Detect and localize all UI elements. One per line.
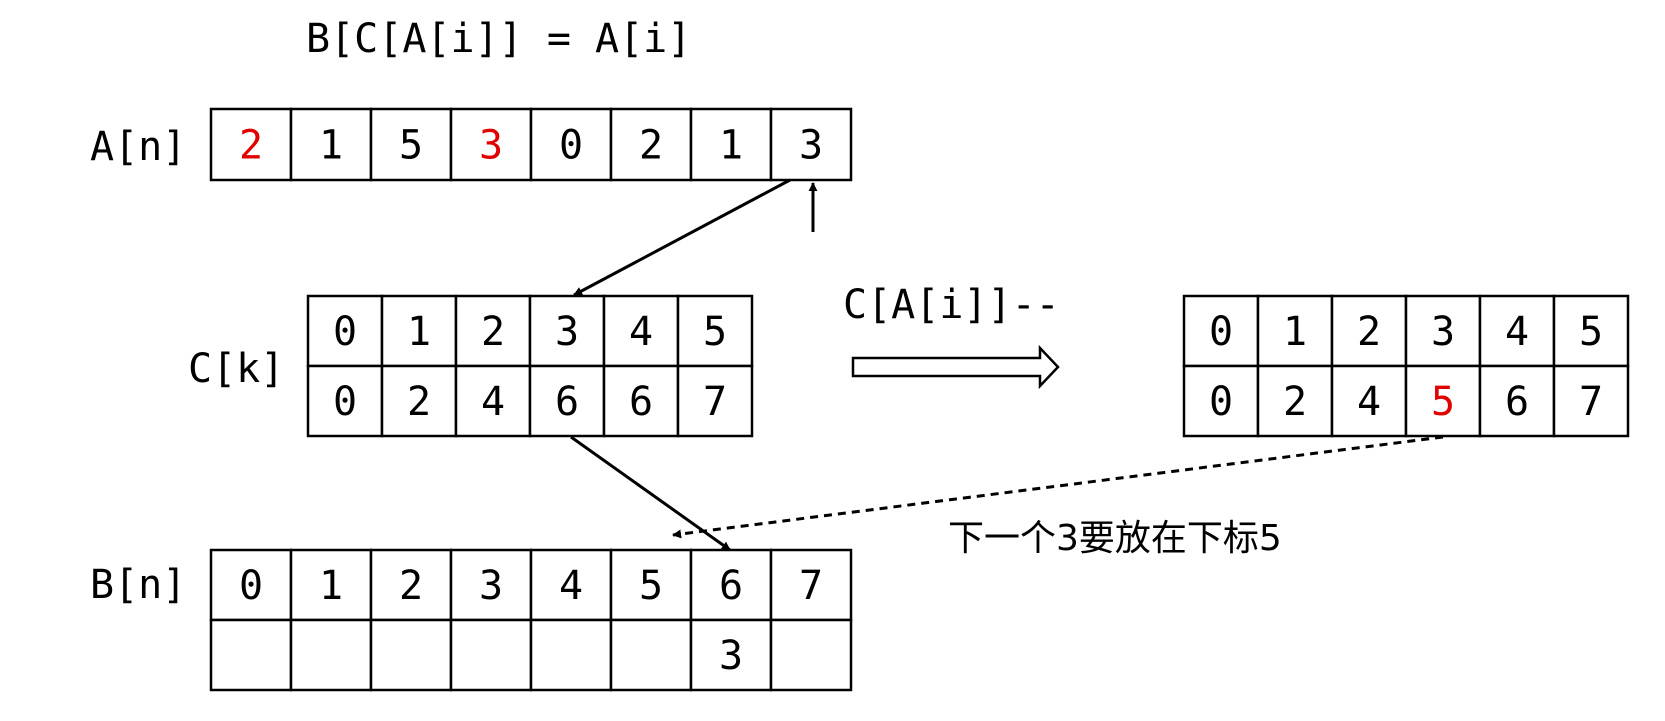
array-b-cell <box>609 618 693 692</box>
array-a-cell <box>209 107 293 182</box>
array-a-value: 0 <box>559 123 583 169</box>
array-c-after-cell <box>1330 294 1408 368</box>
array-c-after-value: 2 <box>1357 309 1381 355</box>
array-c-after-cell <box>1182 364 1260 438</box>
array-c-value: 4 <box>629 309 653 355</box>
array-c-after-value: 1 <box>1283 309 1307 355</box>
array-a-value: 2 <box>239 123 263 169</box>
array-a-value: 3 <box>799 123 823 169</box>
array-c-after-cell <box>1552 294 1630 368</box>
array-c-cell <box>676 294 754 368</box>
array-c-value: 3 <box>555 309 579 355</box>
array-c-value: 1 <box>407 309 431 355</box>
array-c-after-value: 6 <box>1505 379 1529 425</box>
array-b-cell <box>689 618 773 692</box>
array-a-cell <box>609 107 693 182</box>
array-a-label: A[n] <box>90 124 186 170</box>
array-c-after-value: 2 <box>1283 379 1307 425</box>
array-a-cell <box>369 107 453 182</box>
array-c-after-cell <box>1182 294 1260 368</box>
array-b-value: 6 <box>719 563 743 609</box>
array-c-after-cell <box>1552 364 1630 438</box>
array-b-value: 4 <box>559 563 583 609</box>
array-c-cell <box>528 294 606 368</box>
array-c-value: 6 <box>555 379 579 425</box>
array-c-value: 6 <box>629 379 653 425</box>
array-c-after-cell <box>1256 294 1334 368</box>
array-c-grid: 0 1 2 3 4 5 0 2 4 6 6 7 <box>306 294 754 438</box>
array-b-cell <box>449 548 533 622</box>
dashed-arrow-next-position <box>672 435 1444 539</box>
arrow-c-to-b <box>570 435 731 552</box>
array-b-value: 1 <box>319 563 343 609</box>
array-b-cell <box>529 548 613 622</box>
array-b-cell <box>529 618 613 692</box>
array-b-value: 5 <box>639 563 663 609</box>
array-c-after-value: 0 <box>1209 379 1233 425</box>
array-a-value: 3 <box>479 123 503 169</box>
array-c-value: 5 <box>703 309 727 355</box>
array-b-value: 7 <box>799 563 823 609</box>
array-a-cell <box>769 107 853 182</box>
operation-label: C[A[i]]-- <box>843 282 1060 328</box>
array-c-after-value: 5 <box>1579 309 1603 355</box>
array-a-cell <box>689 107 773 182</box>
array-b-value: 2 <box>399 563 423 609</box>
note-text: 下一个3要放在下标5 <box>948 518 1282 559</box>
array-a-cell <box>529 107 613 182</box>
array-b-cell <box>289 618 373 692</box>
array-b-value: 3 <box>479 563 503 609</box>
array-c-cell <box>380 294 458 368</box>
array-a-value: 5 <box>399 123 423 169</box>
array-a-value: 1 <box>319 123 343 169</box>
array-b-cell <box>369 618 453 692</box>
array-b-value: 0 <box>239 563 263 609</box>
array-c-after-value: 4 <box>1357 379 1381 425</box>
array-c-after-value: 3 <box>1431 309 1455 355</box>
array-b-value: 3 <box>719 633 743 679</box>
array-c-after-value: 4 <box>1505 309 1529 355</box>
array-c-label: C[k] <box>188 346 284 392</box>
array-c-after-cell <box>1478 364 1556 438</box>
arrow-a-to-c <box>573 178 791 297</box>
array-b-label: B[n] <box>90 562 186 608</box>
transform-arrow-icon <box>851 344 1060 390</box>
array-c-value: 2 <box>481 309 505 355</box>
array-a-value: 2 <box>639 123 663 169</box>
array-b-grid: 0 1 2 3 4 5 6 7 3 <box>209 548 853 692</box>
array-c-after-cell <box>1330 364 1408 438</box>
array-c-after-grid: 0 1 2 3 4 5 0 2 4 5 6 7 <box>1182 294 1630 438</box>
array-c-cell <box>602 364 680 438</box>
array-c-cell <box>380 364 458 438</box>
formula-text: B[C[A[i]] = A[i] <box>306 16 691 62</box>
array-b-cell <box>209 618 293 692</box>
array-c-cell <box>676 364 754 438</box>
array-a-grid: 2 1 5 3 0 2 1 3 <box>209 107 853 182</box>
array-c-cell <box>454 364 532 438</box>
array-c-value: 0 <box>333 379 357 425</box>
array-c-after-value: 0 <box>1209 309 1233 355</box>
array-c-after-cell <box>1256 364 1334 438</box>
array-b-cell <box>449 618 533 692</box>
array-c-after-value: 5 <box>1431 379 1455 425</box>
array-c-value: 7 <box>703 379 727 425</box>
array-a-value: 1 <box>719 123 743 169</box>
array-b-cell <box>769 618 853 692</box>
array-a-cell <box>289 107 373 182</box>
array-c-value: 0 <box>333 309 357 355</box>
array-c-after-value: 7 <box>1579 379 1603 425</box>
array-c-value: 4 <box>481 379 505 425</box>
array-c-value: 2 <box>407 379 431 425</box>
